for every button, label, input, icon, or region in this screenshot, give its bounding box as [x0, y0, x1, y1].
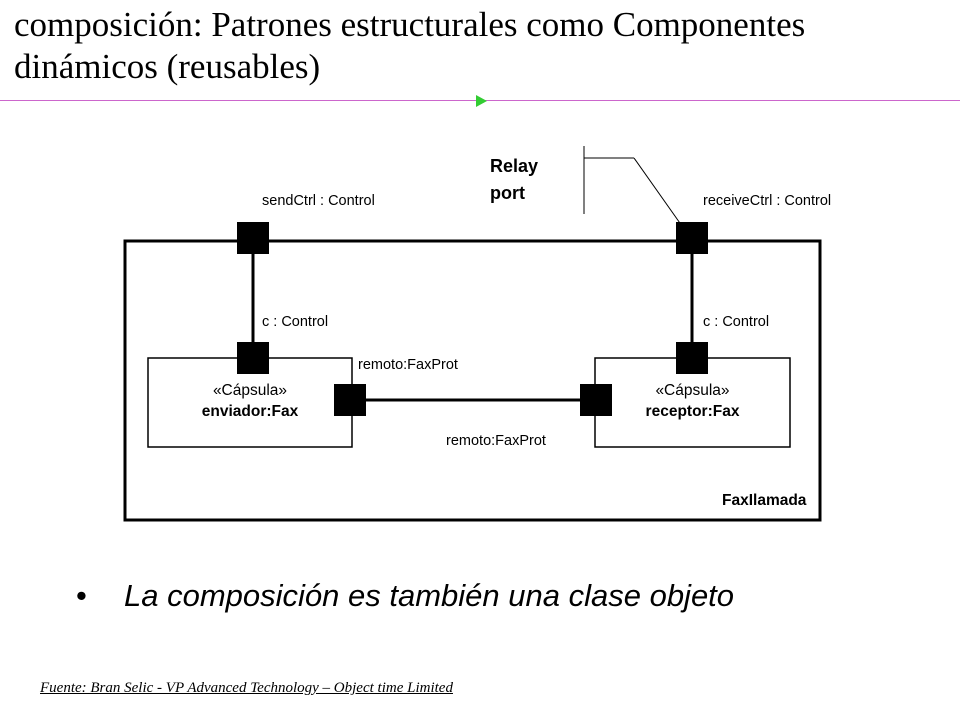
left-remote-port — [334, 384, 366, 416]
left-capsule-text: «Cápsula» enviador:Fax — [148, 380, 352, 422]
left-capsule-name: enviador:Fax — [201, 403, 299, 420]
relay-label-line2: port — [490, 183, 525, 203]
slide-title: composición: Patrones estructurales como… — [14, 5, 806, 86]
relay-port-label: Relay port — [490, 153, 538, 207]
right-inner-port — [676, 342, 708, 374]
left-capsule-stereotype: «Cápsula» — [212, 382, 288, 399]
right-remote-port — [580, 384, 612, 416]
bullet-text: La composición es también una clase obje… — [124, 578, 735, 613]
left-inner-port-label: c : Control — [262, 314, 329, 330]
right-inner-port-label: c : Control — [703, 314, 770, 330]
source-footer: Fuente: Bran Selic - VP Advanced Technol… — [40, 680, 453, 696]
divider-arrow-marker — [476, 95, 487, 107]
remote-port-label-top: remoto:FaxProt — [358, 357, 458, 373]
receive-ctrl-port — [676, 222, 708, 254]
relay-label-line1: Relay — [490, 156, 539, 176]
receive-port-label: receiveCtrl : Control — [703, 193, 832, 209]
relay-callout-leader — [633, 157, 683, 227]
left-inner-port — [237, 342, 269, 374]
bullet-symbol: • — [76, 578, 87, 613]
send-port-label: sendCtrl : Control — [262, 193, 375, 209]
send-ctrl-port — [237, 222, 269, 254]
right-capsule-text: «Cápsula» receptor:Fax — [595, 380, 790, 422]
right-capsule-name: receptor:Fax — [645, 403, 740, 420]
remote-port-label-bottom: remoto:FaxProt — [446, 433, 546, 449]
container-box — [123, 239, 822, 522]
right-capsule-stereotype: «Cápsula» — [655, 382, 730, 399]
container-name-label: FaxIlamada — [722, 492, 807, 509]
